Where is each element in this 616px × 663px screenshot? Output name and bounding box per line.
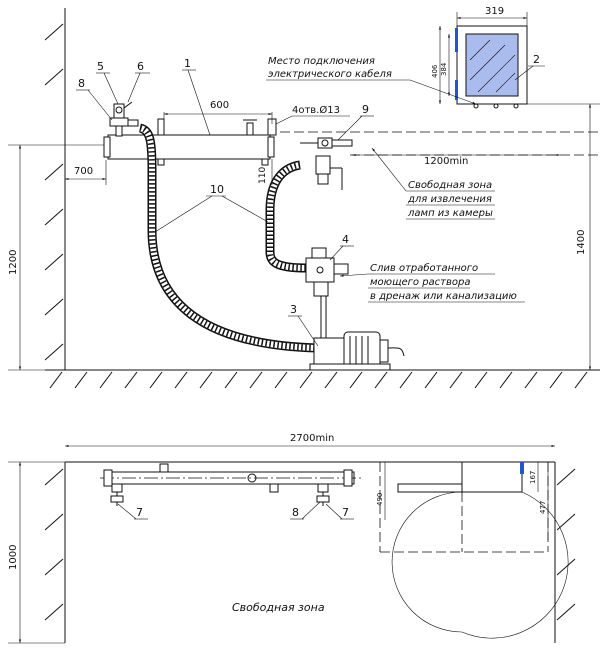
note-free-zone-line2: для извлечения	[407, 194, 492, 205]
note-free-zone-line1: Свободная зона	[408, 179, 492, 191]
plan-part-label-8: 8	[290, 501, 321, 520]
dim-cabinet-height: 406 384	[431, 26, 451, 104]
dim-1000-label: 1000	[8, 545, 19, 570]
dim-600-label: 600	[210, 100, 229, 111]
pump	[309, 331, 405, 371]
dim-700-label: 700	[74, 166, 93, 177]
control-cabinet	[455, 25, 528, 109]
plan-free-zone-label: Свободная зона	[232, 601, 325, 614]
note-drain-line1: Слив отработанного	[370, 262, 478, 274]
plan-chamber	[100, 463, 362, 506]
part-label-9: 9	[337, 103, 374, 141]
wall	[44, 8, 66, 370]
part-label-10: 10	[154, 183, 269, 233]
note-free-zone: Свободная зона для извлечения ламп из ка…	[371, 147, 495, 220]
plan-view: 2700min 1000 490 477 167 7 8	[8, 433, 576, 644]
svg-text:8: 8	[292, 506, 299, 519]
svg-text:9: 9	[362, 103, 369, 116]
svg-text:10: 10	[210, 183, 224, 196]
dim-319: 319	[456, 6, 528, 26]
part-label-4: 4	[329, 233, 354, 261]
inlet-valve	[109, 101, 139, 137]
dim-1000: 1000	[8, 461, 65, 644]
dim-384-label: 384	[440, 62, 448, 76]
part-label-8: 8	[76, 77, 113, 121]
dim-1400: 1400	[527, 103, 600, 370]
svg-text:7: 7	[136, 506, 143, 519]
dim-1400-label: 1400	[576, 230, 587, 255]
dim-holes: 4отв.Ø13	[275, 104, 350, 125]
svg-text:2: 2	[533, 53, 540, 66]
elevation-view: 600 700 1200 1400 1200min 1	[8, 6, 600, 389]
hose-left	[138, 123, 319, 353]
dim-1200-vertical-label: 1200	[8, 250, 19, 275]
part-label-3: 3	[288, 303, 319, 347]
note-drain-line2: моющего раствора	[370, 277, 471, 288]
dim-holes-label: 4отв.Ø13	[292, 104, 340, 116]
uv-chamber	[103, 118, 277, 166]
svg-text:6: 6	[137, 60, 144, 73]
wall-hatching	[44, 23, 64, 361]
note-cable: Место подключения электрического кабеля	[266, 56, 477, 105]
part-label-1: 1	[182, 57, 211, 136]
svg-text:4: 4	[342, 233, 349, 246]
drain-tee	[305, 247, 349, 338]
dim-1200min: 1200min	[352, 153, 560, 167]
dim-490-label: 490	[376, 493, 384, 506]
dim-319-label: 319	[485, 6, 504, 17]
note-drain-line3: в дренаж или канализацию	[370, 291, 517, 302]
dim-110: 110	[258, 159, 273, 185]
dim-plan-small: 490 477 167	[376, 462, 549, 540]
floor	[45, 369, 600, 389]
dim-2700min: 2700min	[65, 433, 555, 448]
dim-477-label: 477	[539, 501, 547, 514]
plan-part-label-7b: 7	[325, 503, 354, 520]
svg-text:8: 8	[78, 77, 85, 90]
note-free-zone-line3: ламп из камеры	[407, 208, 493, 219]
note-drain: Слив отработанного моющего раствора в др…	[339, 262, 525, 303]
part-label-5: 5	[96, 60, 119, 105]
dim-2700min-label: 2700min	[290, 433, 334, 444]
svg-text:5: 5	[97, 60, 104, 73]
note-cable-line1: Место подключения	[268, 56, 375, 67]
hose-right	[265, 160, 307, 273]
svg-text:7: 7	[342, 506, 349, 519]
part-label-6: 6	[127, 60, 150, 103]
dim-600: 600	[163, 100, 273, 124]
dim-1200-vertical: 1200	[8, 144, 104, 371]
floor-hatching	[49, 371, 588, 389]
outlet-assembly	[300, 137, 353, 190]
dim-1200min-label: 1200min	[424, 156, 468, 167]
dim-700: 700	[65, 160, 107, 185]
plan-part-label-7a: 7	[117, 503, 148, 520]
dim-406-label: 406	[431, 64, 439, 78]
plan-cabinet	[379, 461, 569, 639]
part-label-2: 2	[514, 53, 545, 81]
dim-110-label: 110	[258, 167, 268, 184]
note-cable-line2: электрического кабеля	[268, 68, 392, 80]
svg-text:1: 1	[184, 57, 191, 70]
dim-167-label: 167	[529, 471, 537, 484]
svg-text:3: 3	[290, 303, 297, 316]
